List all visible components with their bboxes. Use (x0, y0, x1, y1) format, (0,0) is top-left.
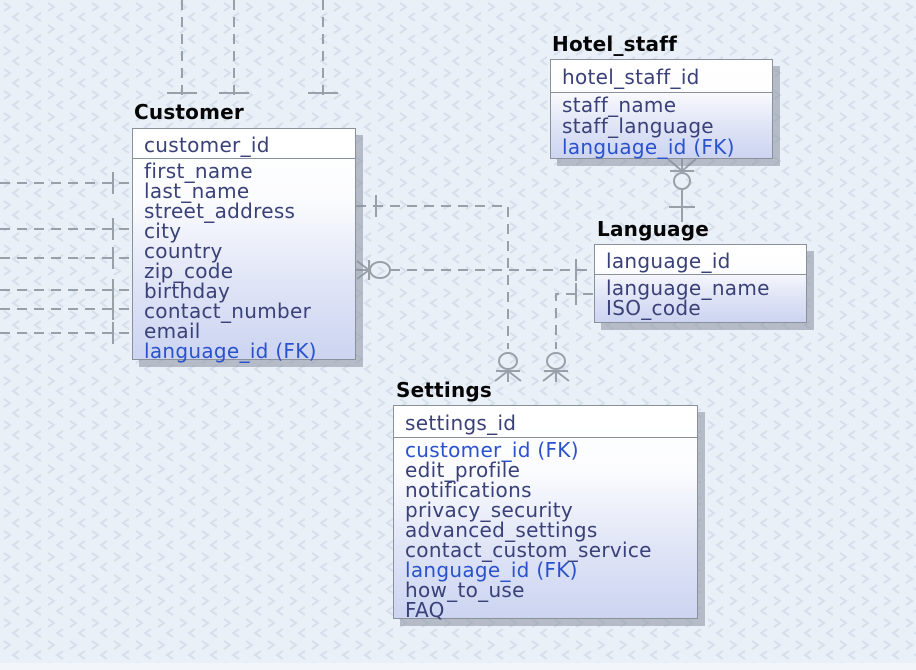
field-foreign-key[interactable]: language_id (FK) (405, 558, 578, 582)
relationship-hotelstaff-language[interactable] (667, 158, 697, 222)
canvas-bottom-edge (0, 663, 916, 670)
field[interactable]: last_name (144, 179, 250, 203)
relationship-stub-top-3[interactable] (308, 0, 338, 102)
field[interactable]: email (144, 319, 201, 343)
field-foreign-key[interactable]: customer_id (FK) (405, 438, 579, 462)
field[interactable]: contact_custom_service (405, 538, 652, 562)
field[interactable]: privacy_security (405, 498, 574, 522)
cardinality-circle (498, 352, 518, 370)
crow-foot (542, 370, 570, 382)
crow-foot (667, 158, 697, 172)
entity-settings[interactable]: settings_id customer_id (FK) edit_profil… (393, 405, 698, 620)
entity-customer-fields: first_name last_name street_address city… (133, 159, 355, 361)
entity-settings-fields: customer_id (FK) edit_profile notificati… (394, 438, 697, 620)
entity-title-language: Language (597, 217, 710, 241)
entity-hotel-staff[interactable]: hotel_staff_id staff_name staff_language… (550, 59, 773, 159)
crow-foot (494, 370, 522, 382)
entity-language-fields: language_name ISO_code (595, 275, 806, 318)
field[interactable]: advanced_settings (405, 518, 598, 542)
relationship-stub-left-3[interactable] (0, 247, 132, 269)
relationship-customer-language[interactable] (356, 259, 593, 281)
entity-title-customer: Customer (134, 100, 244, 124)
relationship-stub-top-1[interactable] (167, 0, 197, 102)
entity-language-primary-key[interactable]: language_id (595, 245, 806, 275)
entity-settings-primary-key[interactable]: settings_id (394, 406, 697, 438)
relationship-stub-left-2[interactable] (0, 218, 132, 240)
field[interactable]: city (144, 219, 182, 243)
field[interactable]: street_address (144, 199, 296, 223)
field-foreign-key[interactable]: language_id (FK) (562, 135, 735, 159)
relationship-stub-left-6[interactable] (0, 322, 132, 344)
field[interactable]: edit_profile (405, 458, 521, 482)
relationship-stub-top-2[interactable] (219, 0, 249, 102)
field[interactable]: staff_name (562, 93, 677, 117)
entity-customer-primary-key[interactable]: customer_id (133, 129, 355, 159)
field[interactable]: staff_language (562, 114, 714, 138)
field[interactable]: first_name (144, 159, 253, 183)
cardinality-circle (546, 352, 566, 370)
relationship-stub-left-4[interactable] (0, 279, 132, 301)
entity-title-hotel-staff: Hotel_staff (552, 32, 678, 56)
relationship-stub-left-5[interactable] (0, 298, 132, 320)
entity-hotel-staff-primary-key[interactable]: hotel_staff_id (551, 60, 772, 93)
field[interactable]: FAQ (405, 598, 445, 622)
entity-language[interactable]: language_id language_name ISO_code (594, 244, 807, 323)
crow-foot (356, 260, 370, 280)
relationship-stub-left-1[interactable] (0, 172, 132, 194)
relationship-customer-settings[interactable] (356, 195, 522, 382)
field[interactable]: birthday (144, 279, 231, 303)
field[interactable]: zip_code (144, 259, 234, 283)
field-foreign-key[interactable]: language_id (FK) (144, 339, 317, 363)
relationship-language-settings[interactable] (542, 283, 593, 382)
field[interactable]: language_name (606, 276, 770, 300)
field[interactable]: country (144, 239, 223, 263)
entity-customer[interactable]: customer_id first_name last_name street_… (132, 128, 356, 361)
entity-hotel-staff-fields: staff_name staff_language language_id (F… (551, 93, 772, 158)
field[interactable]: ISO_code (606, 296, 701, 320)
field[interactable]: how_to_use (405, 578, 525, 602)
field[interactable]: notifications (405, 478, 532, 502)
field[interactable]: contact_number (144, 299, 312, 323)
entity-title-settings: Settings (396, 378, 493, 402)
